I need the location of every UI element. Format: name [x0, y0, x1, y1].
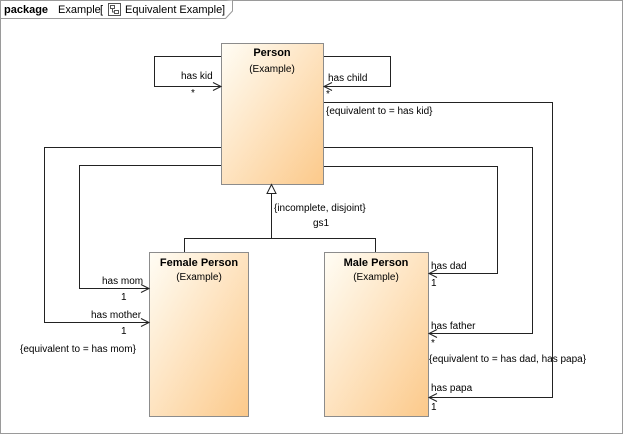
generalization-gs1[interactable] — [184, 183, 376, 253]
frame-diagram-name: Equivalent Example — [125, 4, 222, 16]
class-person-owner: (Example) — [249, 64, 295, 75]
association-has-child[interactable] — [322, 56, 391, 91]
generalization-arrowhead — [266, 183, 277, 194]
generalization-constraint: {incomplete, disjoint} — [274, 203, 366, 214]
class-female-person[interactable]: Female Person (Example) — [149, 252, 249, 417]
has-kid-multiplicity: * — [191, 88, 195, 99]
class-male-person-owner: (Example) — [353, 272, 399, 283]
has-mother-constraint: {equivalent to = has mom} — [20, 344, 137, 355]
class-male-person-name: Male Person — [344, 257, 409, 269]
frame-keyword: package — [4, 4, 48, 16]
has-father-multiplicity: * — [431, 338, 435, 349]
has-child-multiplicity: * — [326, 89, 330, 100]
association-has-dad[interactable] — [324, 166, 498, 278]
association-has-papa[interactable] — [324, 102, 553, 402]
has-mom-multiplicity: 1 — [121, 292, 127, 303]
association-has-mom[interactable] — [79, 165, 222, 293]
has-papa-role: has papa — [431, 383, 473, 394]
has-father-role: has father — [431, 321, 476, 332]
has-child-role: has child — [328, 73, 367, 84]
class-female-person-name: Female Person — [160, 257, 239, 269]
has-child-constraint: {equivalent to = has kid} — [326, 106, 433, 117]
frame-bracket-open: [ — [100, 4, 103, 16]
has-papa-multiplicity: 1 — [431, 402, 437, 413]
has-kid-role: has kid — [181, 71, 213, 82]
class-female-person-owner: (Example) — [176, 272, 222, 283]
frame-bracket-close: ] — [222, 4, 225, 16]
class-diagram-icon — [108, 3, 121, 16]
association-has-kid[interactable] — [154, 56, 223, 91]
class-person[interactable]: Person (Example) — [221, 43, 324, 185]
association-has-mother[interactable] — [44, 147, 222, 327]
has-dad-role: has dad — [431, 261, 467, 272]
has-mom-role: has mom — [102, 276, 143, 287]
has-dad-multiplicity: 1 — [431, 278, 437, 289]
class-person-name: Person — [253, 47, 291, 59]
class-male-person[interactable]: Male Person (Example) — [324, 252, 429, 417]
generalization-set-name: gs1 — [313, 218, 330, 229]
has-father-constraint: {equivalent to = has dad, has papa} — [429, 354, 587, 365]
frame-package-name: Example — [58, 4, 101, 16]
has-mother-role: has mother — [91, 310, 142, 321]
has-mother-multiplicity: 1 — [121, 326, 127, 337]
association-has-father[interactable] — [324, 147, 533, 338]
